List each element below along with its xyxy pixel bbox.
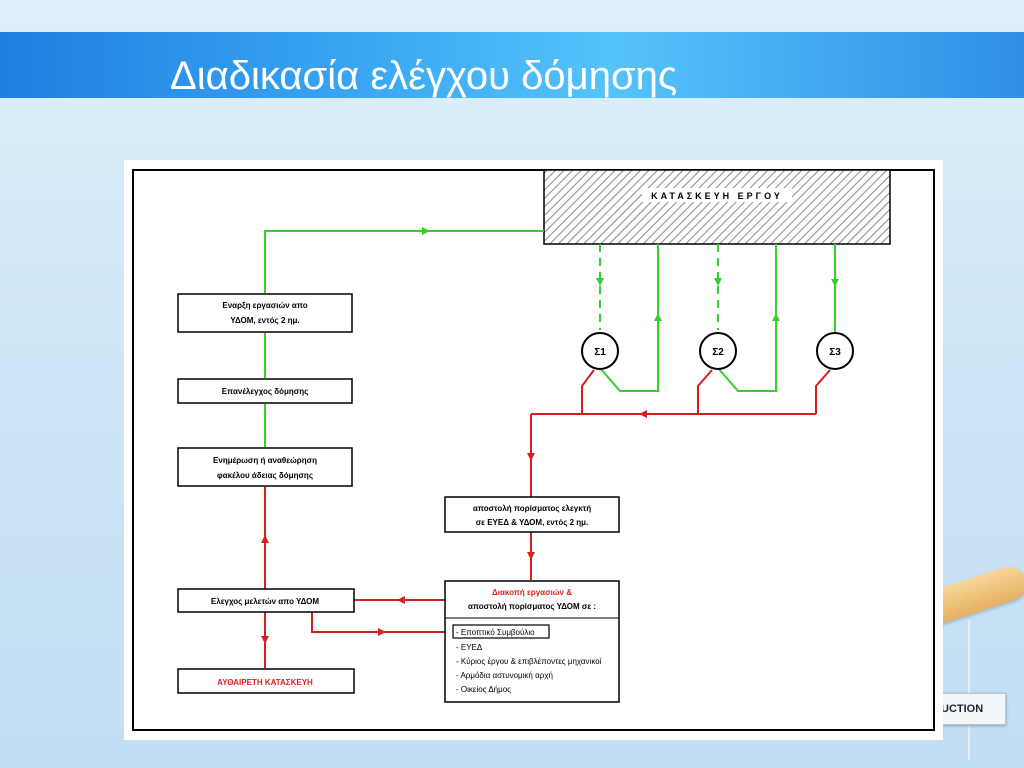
stop-works-box: Διακοπή εργασιών & αποστολή πορίσματος Υ… [444, 580, 620, 703]
red-from-s1 [581, 369, 595, 414]
sigma2-label: Σ2 [712, 347, 724, 358]
sigma3-label: Σ3 [829, 347, 841, 358]
update-line2: φακέλου άδειας δόμησης [217, 471, 313, 480]
flow-diagram: ΚΑΤΑΣΚΕΥΗ ΕΡΓΟΥ [132, 169, 935, 731]
hanging-tag: UCTION [932, 693, 1006, 725]
stop-line2: αποστολή πορίσματος ΥΔΟΜ σε : [468, 602, 596, 611]
check-studies-box: Ελεγχος μελετών απο ΥΔΟΜ [177, 588, 355, 613]
stop-line1: Διακοπή εργασιών & [492, 588, 572, 597]
check-studies-label: Ελεγχος μελετών απο ΥΔΟΜ [211, 597, 319, 606]
red-from-s3 [815, 369, 831, 414]
update-permit-box: Ενημέρωση ή αναθεώρηση φακέλου άδειας δό… [177, 447, 353, 487]
red-arrowheads [261, 410, 647, 644]
recheck-box: Επανέλεγχος δόμησης [177, 378, 353, 404]
title-band [0, 32, 1024, 98]
supervisory-board-highlight [452, 624, 550, 639]
sigma1-node: Σ1 [581, 332, 619, 370]
hanging-string [968, 620, 970, 760]
send-report-box: αποστολή πορίσματος ελεγκτή σε ΕΥΕΔ & ΥΔ… [444, 496, 620, 533]
start-works-box: Εναρξη εργασιών απο ΥΔΟΜ, εντός 2 ημ. [177, 293, 353, 333]
illegal-construction-box: ΑΥΘΑΙΡΕΤΗ ΚΑΤΑΣΚΕΥΗ [177, 668, 355, 694]
pencil-decoration: UCTION [914, 560, 1024, 760]
recipient-item: - ΕΥΕΔ [456, 643, 483, 652]
recheck-label: Επανέλεγχος δόμησης [222, 387, 309, 396]
recipient-item: - Κύριος έργου & επιβλέποντες μηχανικοί [456, 657, 602, 666]
slide-title: Διαδικασία ελέγχου δόμησης [170, 54, 678, 98]
sigma3-node: Σ3 [816, 332, 854, 370]
recipient-item: - Αρμόδια αστυνομική αρχή [456, 671, 553, 680]
construction-label: ΚΑΤΑΣΚΕΥΗ ΕΡΓΟΥ [651, 191, 783, 201]
recipient-item: - Οικείος Δήμος [456, 685, 511, 694]
sigma1-label: Σ1 [594, 347, 606, 358]
green-line-start-to-construction [264, 230, 544, 293]
recipient-item: - Εποπτικό Συμβούλιο [456, 628, 535, 637]
send-report-line1: αποστολή πορίσματος ελεγκτή [473, 504, 591, 513]
start-works-line2: ΥΔΟΜ, εντός 2 ημ. [230, 316, 299, 325]
red-check-to-board [311, 612, 448, 633]
send-report-line2: σε ΕΥΕΔ & ΥΔΟΜ, εντός 2 ημ. [476, 518, 589, 527]
start-works-line1: Εναρξη εργασιών απο [222, 301, 307, 310]
update-line1: Ενημέρωση ή αναθεώρηση [213, 456, 317, 465]
red-from-s2 [697, 369, 713, 414]
sigma2-node: Σ2 [699, 332, 737, 370]
construction-box: ΚΑΤΑΣΚΕΥΗ ΕΡΓΟΥ [543, 169, 891, 245]
illegal-label: ΑΥΘΑΙΡΕΤΗ ΚΑΤΑΣΚΕΥΗ [217, 678, 313, 687]
diagram-frame: ΚΑΤΑΣΚΕΥΗ ΕΡΓΟΥ [124, 160, 943, 740]
